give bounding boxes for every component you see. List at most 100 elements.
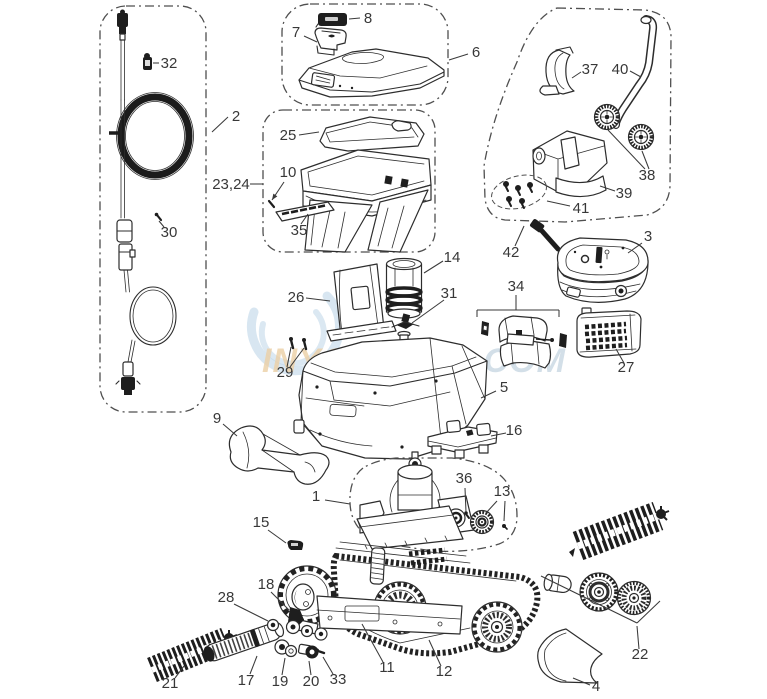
callout-25: 25 [280,127,297,144]
part-27-vent-cover [576,307,642,358]
leader-arrowhead-10 [272,193,278,200]
part-6-top-lid [298,48,445,98]
callout-8: 8 [364,10,372,27]
part-16-lock-bracket [427,419,498,459]
callout-38: 38 [639,167,656,184]
leader-line-42 [514,225,525,247]
leader-line-26 [305,297,331,302]
right-brush-roller [569,501,670,561]
group-filter-box [262,109,436,253]
callout-11: 11 [379,659,395,676]
part-33-screw [315,648,326,655]
group-top-cover [281,3,449,106]
callout-9: 9 [213,410,221,427]
callout-36: 36 [456,470,473,487]
leader-line-41 [546,200,571,207]
group-brush-right [537,501,670,684]
callout-37: 37 [582,61,599,78]
leader-line-38 [607,129,646,170]
part-36-screw [464,511,470,519]
leader-line-16 [490,432,507,437]
callout-5: 5 [500,379,508,396]
callout-34: 34 [508,278,525,295]
leader-line-13 [485,500,498,514]
part-41-hardware-screws [491,174,547,210]
group-floating-cable [99,5,207,413]
callout-15: 15 [253,514,270,531]
part-32-cable-clip [143,53,152,70]
leader-line-29 [286,346,292,368]
part-17-roller-tube [203,622,285,662]
callout-27: 27 [618,359,635,376]
part-3-power-supply [530,219,649,303]
part-37-handle-clip [539,46,575,96]
group-brush-left [147,607,328,683]
leader-line-29-1 [289,347,305,368]
callout-35: 35 [291,222,308,239]
part-30-screw [154,212,163,222]
right-road-wheel [471,601,523,653]
leader-line-36 [464,487,467,513]
part-26-flap-panel [326,263,397,342]
filter-group-bubble [262,109,436,253]
part-2-floating-cable [109,9,194,395]
part-4-deflector-panel [537,628,603,684]
leader-line-5 [480,390,497,399]
leader-line-14 [423,260,444,274]
leader-line-9 [222,423,238,437]
caddy-group-bubble [483,7,672,223]
callout-26: 26 [288,289,305,306]
leader-line-17 [249,655,258,675]
callout-12: 12 [436,663,453,680]
part-34-roller-kit [481,315,567,369]
callout-10: 10 [280,164,297,181]
callout-23,24: 23,24 [212,176,250,193]
part-35-wear-strip [275,201,335,222]
part-19-washers [274,639,298,658]
leader-line-6 [448,53,469,61]
leader-line-37 [571,71,582,79]
leader-line-20 [308,660,312,676]
callout-22: 22 [632,646,649,663]
leader-line-8 [348,17,361,20]
leader-line-22 [636,625,640,650]
part-5-main-body [293,337,488,460]
part-9-handle [228,425,330,485]
leader-line-1 [324,499,351,505]
leader-line-25 [298,131,320,136]
callout-7: 7 [292,24,300,41]
callout-16: 16 [506,422,523,439]
callout-41: 41 [573,200,590,217]
leader-line-39 [599,185,616,192]
part-10-screw [267,199,276,209]
callout-14: 14 [444,249,461,266]
callout-39: 39 [616,185,633,202]
callout-3: 3 [644,228,652,245]
callout-31: 31 [441,285,458,302]
group-caddy [483,7,672,223]
part-38-caddy-wheels [593,103,655,151]
callout-19: 19 [272,673,289,690]
part-15-clip [287,540,304,550]
leader-line-40 [629,70,642,78]
leader-line-11 [361,623,384,663]
leader-line-13-1 [503,500,506,522]
leader-line-33 [322,656,334,675]
part-8-indicator-button [315,13,347,28]
part-18-swivel-bracket [285,607,328,641]
group-motor-block [349,451,518,552]
cover-group-bubble [281,3,449,106]
callout-6: 6 [472,44,480,61]
callout-2: 2 [232,108,240,125]
leader-line-21 [174,665,185,679]
callout-18: 18 [258,576,275,593]
leader-line-15 [267,529,287,544]
leader-line-22-1 [540,575,638,624]
cable-group-bubble [99,5,207,413]
part-39-caddy-base [532,130,608,198]
leader-line-19 [281,657,286,676]
leader-line-38-1 [641,150,650,170]
part-7-latch-button [314,27,347,56]
